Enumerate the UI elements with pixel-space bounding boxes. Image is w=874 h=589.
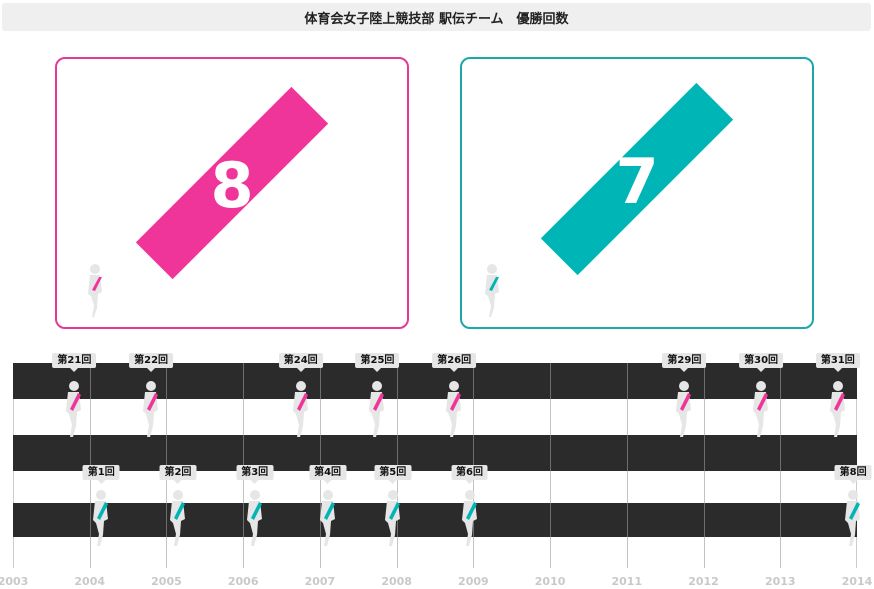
race-count-badge: 第31回 [815,353,860,372]
teal-sash-runner-icon [243,490,267,548]
year-gridline [703,363,705,568]
page-title-bar: 体育会女子陸上競技部 駅伝チーム 優勝回数 [2,3,871,31]
teal-sash-runner-icon [89,490,113,548]
year-label: 2004 [74,575,106,588]
year-gridline [780,363,782,568]
race-count-badge: 第8回 [834,465,872,484]
race-count-badge: 第22回 [129,353,174,372]
race-count-badge: 第21回 [52,353,97,372]
teal-count-card: 7 [460,57,814,329]
race-count-badge: 第30回 [739,353,784,372]
year-gridline [550,363,552,568]
pink-sash-graphic: 8 [88,86,329,317]
stripe [13,471,857,507]
year-label: 2007 [304,575,336,588]
teal-sash-runner-icon [841,490,865,548]
year-label: 2008 [381,575,412,588]
pink-sash-runner-icon [826,381,850,439]
runner-icon [485,264,499,317]
race-count-badge: 第4回 [309,465,347,484]
year-label: 2014 [841,575,873,588]
page-title: 体育会女子陸上競技部 駅伝チーム 優勝回数 [304,11,569,27]
race-count-badge: 第5回 [374,465,412,484]
year-label: 2006 [227,575,259,588]
pink-sash [135,86,329,280]
pink-count: 8 [210,149,253,222]
year-label: 2003 [0,575,29,588]
pink-sash-runner-icon [442,381,466,439]
pink-sash-runner-icon [139,381,163,439]
pink-count-card: 8 [55,57,409,329]
stripe [13,503,857,539]
year-label: 2010 [534,575,566,588]
race-count-badge: 第25回 [355,353,400,372]
race-count-badge: 第1回 [82,465,120,484]
race-count-badge: 第3回 [236,465,274,484]
teal-sash-runner-icon [381,490,405,548]
race-count-badge: 第26回 [432,353,477,372]
teal-sash [540,82,734,276]
race-count-badge: 第6回 [451,465,488,484]
race-count-badge: 第2回 [159,465,197,484]
teal-sash-runner-icon [458,490,482,548]
teal-count: 7 [615,145,658,218]
runner-icon [88,264,102,317]
pink-sash-runner-icon [289,381,313,439]
teal-sash-graphic: 7 [485,82,734,317]
year-label: 2011 [611,575,643,588]
year-label: 2012 [688,575,719,588]
year-gridline [626,363,628,568]
pink-sash-runner-icon [62,381,86,439]
teal-sash-runner-icon [166,490,190,548]
race-count-badge: 第24回 [278,353,323,372]
year-label: 2013 [764,575,796,588]
stripe [13,537,857,568]
pink-sash-runner-icon [365,381,389,439]
pink-sash-runner-icon [749,381,773,439]
year-label: 2005 [151,575,182,588]
race-count-badge: 第29回 [662,353,707,372]
stripe [13,435,857,471]
pink-sash-runner-icon [672,381,696,439]
teal-sash-runner-icon [316,490,340,548]
year-label: 2009 [458,575,489,588]
